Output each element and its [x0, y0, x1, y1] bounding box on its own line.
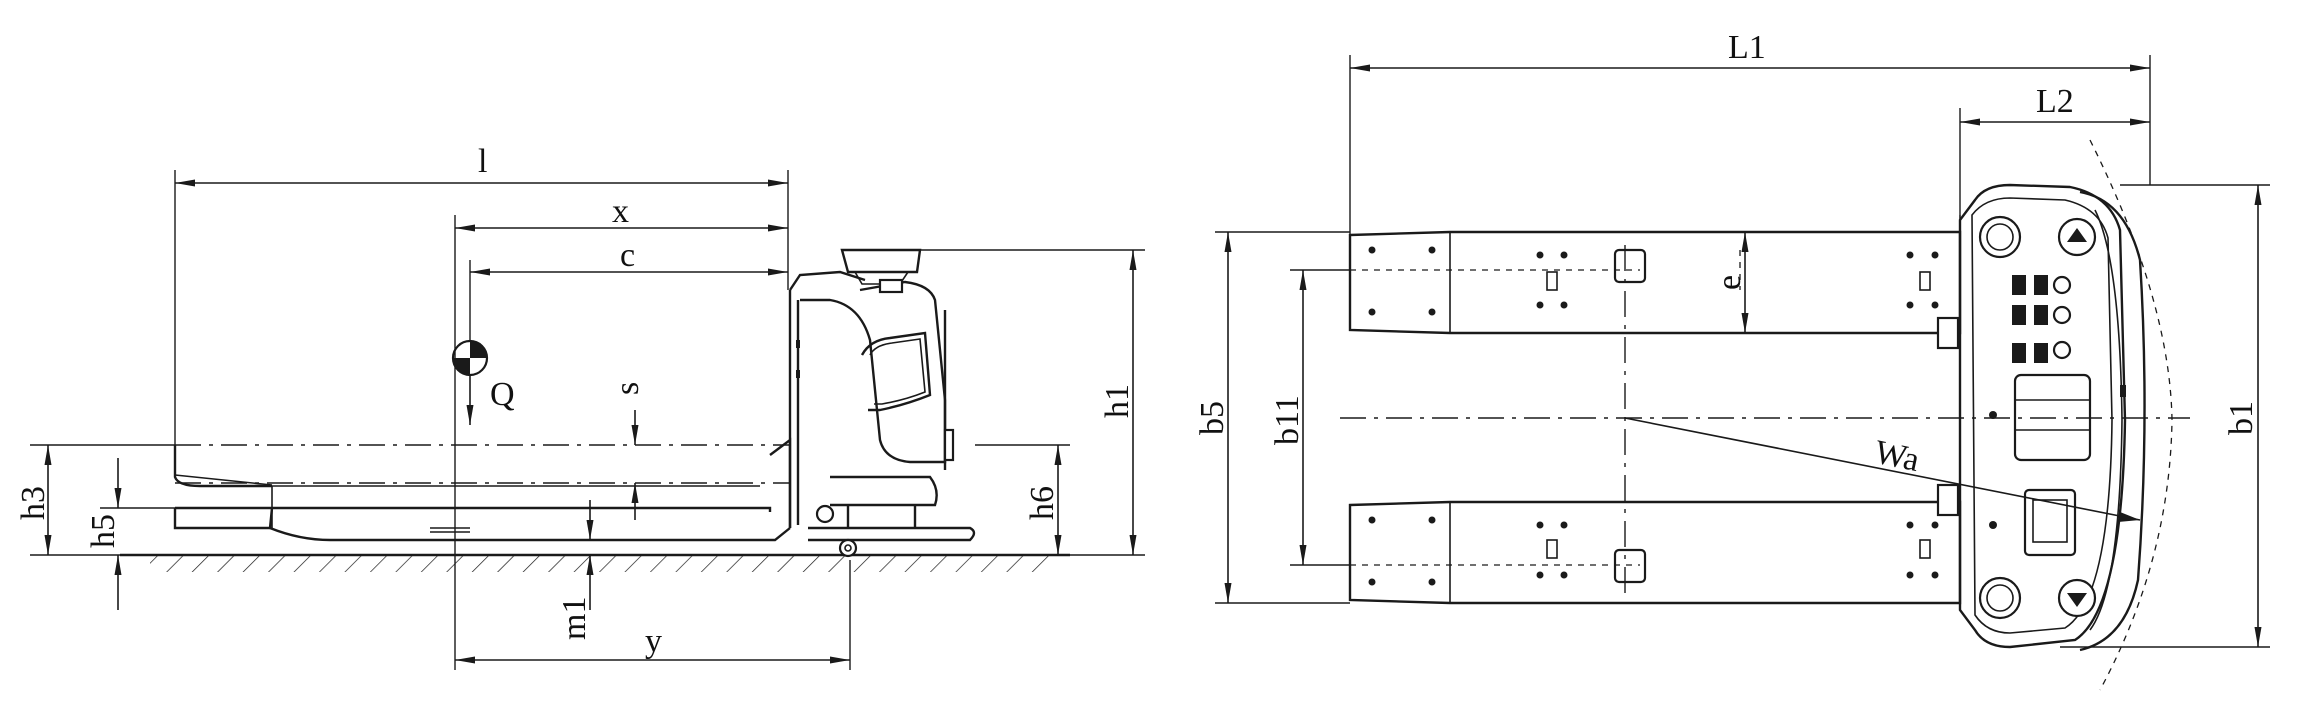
dimension-b11: b11	[1269, 270, 1307, 565]
label-Q: Q	[490, 376, 515, 413]
top-view: L1 L2 e b5 b11 b1 Wa	[1194, 29, 2270, 691]
fork-top-upper	[1348, 230, 1962, 350]
label-y: y	[645, 623, 662, 660]
dimension-h5: h5	[85, 458, 122, 610]
label-b5: b5	[1194, 401, 1231, 435]
chassis-top	[1958, 183, 2146, 652]
side-view: l x c Q s h1 h6 h3	[15, 143, 1145, 670]
label-h3: h3	[15, 486, 52, 520]
dimension-m1: m1	[556, 500, 594, 640]
label-c: c	[620, 237, 635, 274]
label-m1: m1	[556, 597, 593, 640]
label-b1: b1	[2223, 401, 2260, 435]
load-center-symbol	[451, 339, 489, 425]
label-s: s	[609, 382, 646, 395]
dimension-s: s	[609, 382, 646, 520]
fork-top-lower	[1348, 483, 1962, 605]
dimension-c: c	[470, 237, 788, 276]
dimension-L2: L2	[1960, 83, 2150, 126]
ground	[120, 553, 1070, 572]
dimension-h6: h6	[1024, 445, 1062, 555]
fork-side	[173, 437, 792, 542]
dimension-b5: b5	[1194, 232, 1232, 603]
dimension-h1: h1	[1099, 250, 1137, 555]
dimension-b1: b1	[2223, 185, 2262, 647]
dimension-x: x	[455, 193, 788, 232]
dimension-y: y	[455, 623, 850, 664]
label-h5: h5	[85, 514, 122, 548]
label-L1: L1	[1728, 29, 1766, 66]
dimension-l: l	[175, 143, 788, 187]
label-Wa: Wa	[1871, 434, 1922, 479]
label-h1: h1	[1099, 384, 1136, 418]
dimension-e: e	[1711, 232, 1749, 333]
label-b11: b11	[1269, 395, 1306, 445]
dimension-L1: L1	[1350, 29, 2150, 72]
dimension-h3: h3	[15, 445, 52, 555]
label-e: e	[1711, 275, 1748, 290]
label-l: l	[478, 143, 487, 180]
label-L2: L2	[2036, 83, 2074, 120]
label-h6: h6	[1024, 486, 1061, 520]
truck-body-side	[788, 248, 976, 558]
label-x: x	[612, 193, 629, 230]
